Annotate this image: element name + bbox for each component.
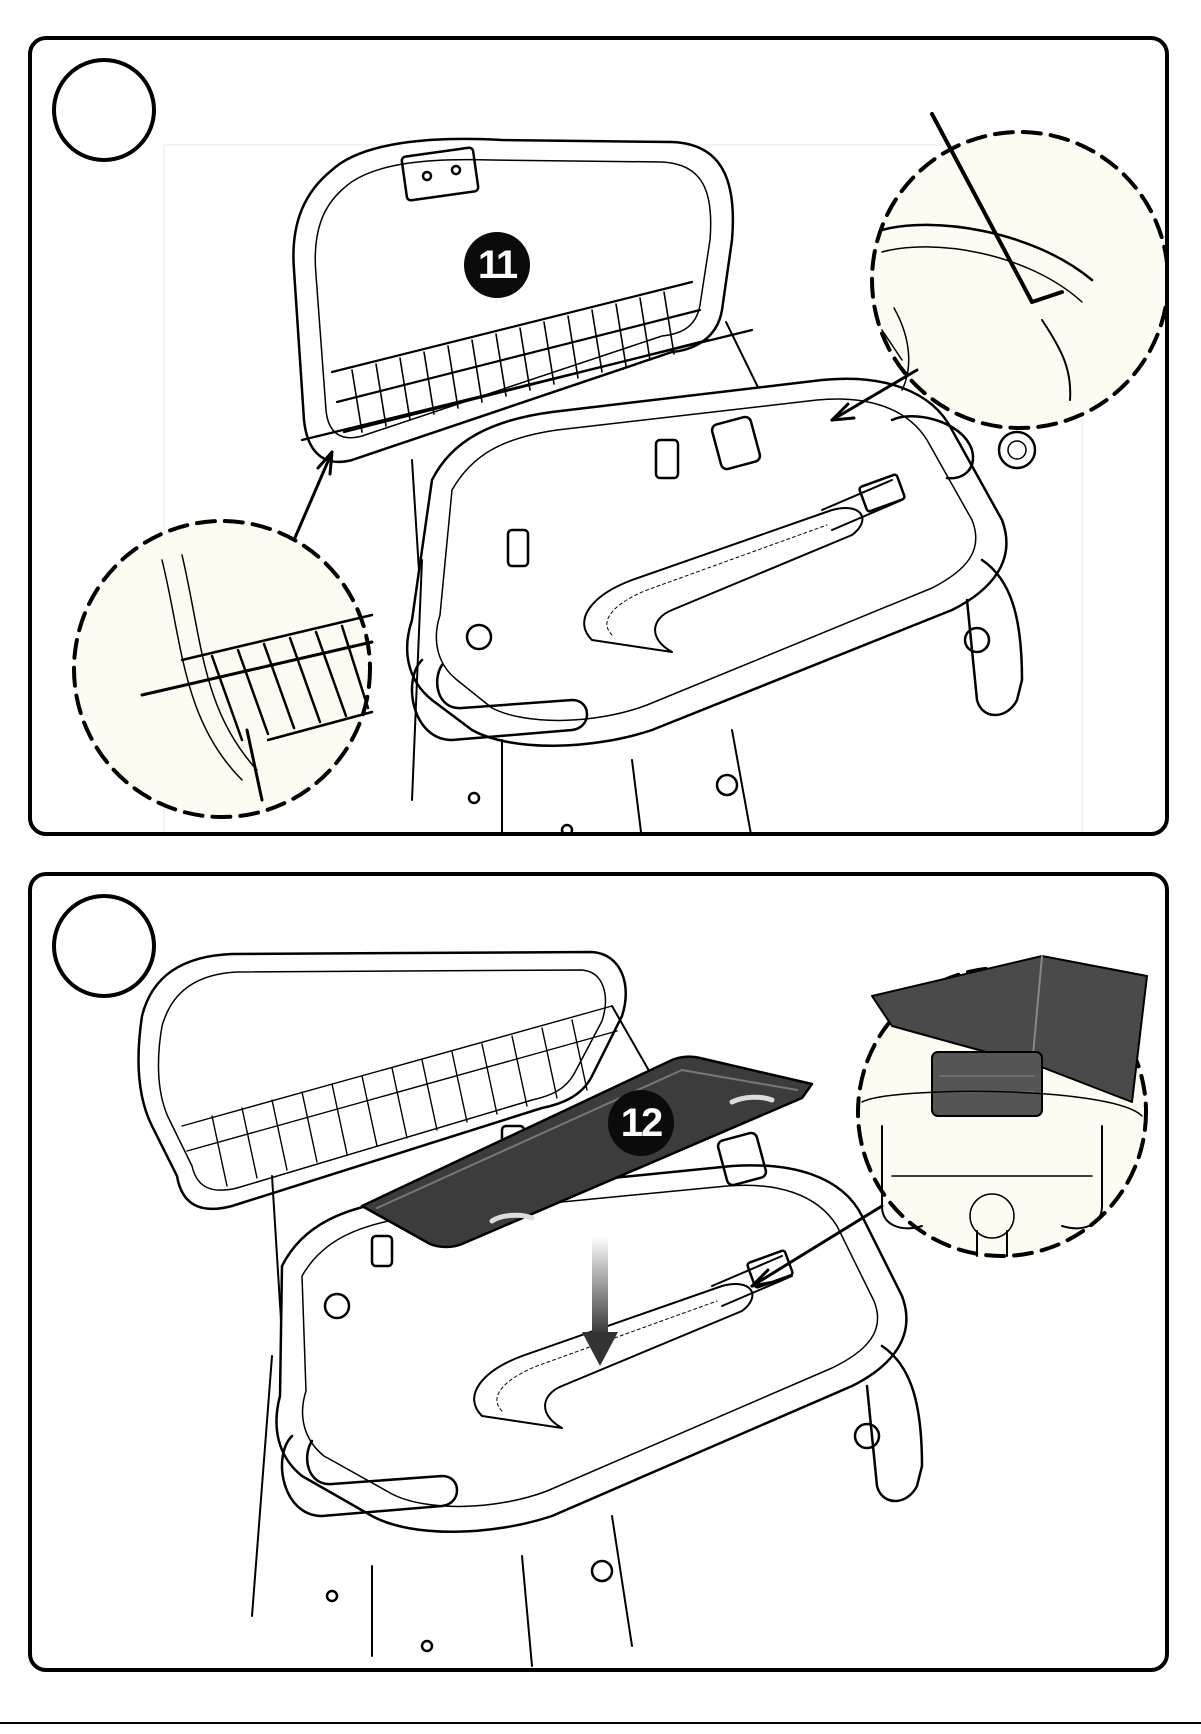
zoom-callout-rack-end <box>74 521 372 817</box>
page-footer-rule <box>0 1722 1201 1724</box>
grill-body <box>252 1126 930 1666</box>
grill-diagram-warming-rack <box>32 40 1169 836</box>
step-panel-2: 12 <box>28 872 1169 1672</box>
part-number-badge: 11 <box>464 232 530 298</box>
step-panel-1: 11 <box>28 36 1169 836</box>
zoom-callout-shield-tab <box>858 956 1147 1256</box>
grill-diagram-heat-shield <box>32 876 1169 1672</box>
part-number-badge: 12 <box>608 1090 674 1156</box>
